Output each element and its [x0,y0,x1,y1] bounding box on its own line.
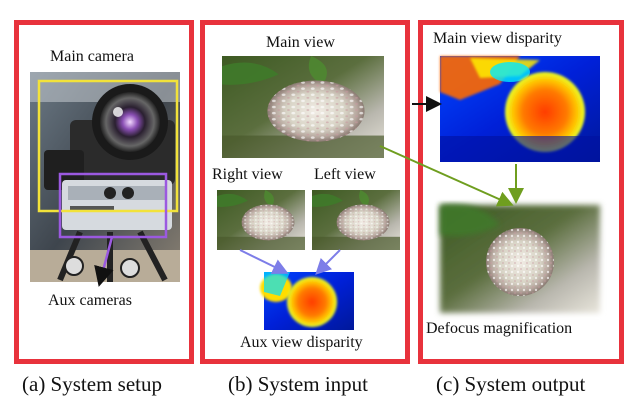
caption-system-output: (c) System output [436,372,586,396]
left-view-photo [312,190,400,250]
panel-system-output [418,20,624,364]
camera-rig-photo [30,72,180,287]
right-view-label: Right view [212,166,283,183]
main-view-photo [222,56,384,158]
main-view-label: Main view [266,34,335,51]
arrow-right-to-aux-disparity [239,249,289,274]
caption-system-setup: (a) System setup [22,372,162,396]
right-view-photo [217,190,305,250]
arrow-left-to-aux-disparity [315,249,341,275]
main-view-disparity-map [440,56,600,162]
main-view-disparity-label: Main view disparity [433,30,562,47]
aux-cameras-label: Aux cameras [48,292,132,309]
left-view-label: Left view [314,166,376,183]
main-camera-label: Main camera [50,48,134,65]
defocus-magnification-label: Defocus magnification [426,320,573,337]
panel-system-input [200,20,410,364]
defocus-magnification-photo [440,204,600,313]
aux-view-disparity-label: Aux view disparity [240,334,363,351]
aux-disparity-map [260,272,354,330]
arrow-main-view-to-output [379,145,514,207]
panel-system-setup [14,20,194,364]
caption-system-input: (b) System input [228,372,368,396]
